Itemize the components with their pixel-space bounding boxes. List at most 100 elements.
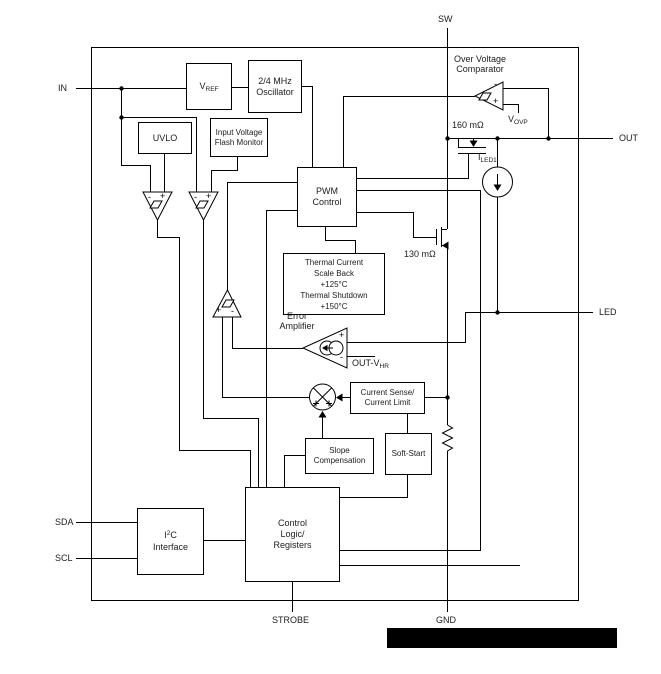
wire-in-branch-comp1	[121, 88, 151, 192]
wire-softstart-controllogic	[338, 473, 408, 498]
ivfm-line1: Input Voltage	[215, 127, 263, 137]
error-amp-label-line1: Error	[287, 311, 307, 321]
wire-erramp-plus	[347, 312, 466, 343]
junction-in-top	[119, 86, 124, 91]
vovp-label: VOVP	[508, 114, 528, 126]
vref-label: VREF	[199, 80, 219, 93]
hysteresis-comp1	[149, 200, 163, 209]
wire-erramp-out	[232, 317, 303, 349]
arrow-summer-right-in	[336, 393, 343, 402]
pin-led: LED	[599, 307, 617, 317]
block-oscillator: 2/4 MHz Oscillator	[248, 60, 302, 113]
ovc-plus-sign: +	[493, 96, 499, 106]
comp1-minus-sign: -	[148, 192, 151, 202]
pin-sw: SW	[438, 14, 453, 24]
pwm-comp-minus-sign: -	[231, 306, 234, 316]
wire-controllogic-pwm	[266, 210, 297, 487]
junction-in-mid	[119, 115, 124, 120]
hysteresis-comp2	[195, 200, 209, 209]
block-current-sense: Current Sense/ Current Limit	[350, 382, 425, 414]
out-vhr-label: OUT-VHR	[352, 358, 389, 370]
wire-osc-pwm	[300, 86, 313, 167]
slope-line2: Compensation	[313, 456, 366, 465]
block-vref: VREF	[186, 63, 232, 110]
thermal-line4: Thermal Shutdown	[300, 290, 368, 300]
junction-cs-led	[495, 310, 500, 315]
ovc-label-line2: Comparator	[456, 64, 504, 74]
iled1-label: ILED1	[478, 152, 497, 164]
block-input-voltage-flash-monitor: Input Voltage Flash Monitor	[210, 118, 268, 157]
error-amp-label-line2: Amplifier	[279, 321, 315, 331]
pin-in: IN	[58, 83, 67, 93]
pwm-line2: Control	[312, 197, 342, 207]
comp1-plus-sign: +	[160, 191, 166, 201]
slope-line1: Slope	[329, 446, 350, 455]
hysteresis-pwm-comp	[221, 299, 235, 308]
pin-scl: SCL	[55, 553, 73, 563]
redacted-black-bar	[387, 628, 617, 648]
comp2-plus-sign: +	[206, 191, 212, 201]
wire-comp2-out	[203, 220, 259, 487]
wire-ovc-minus	[503, 88, 549, 138]
overvoltage-comparator-label: Over Voltage Comparator	[446, 54, 514, 74]
block-soft-start: Soft-Start	[385, 433, 432, 475]
arrow-gm	[322, 344, 328, 352]
summing-plus-bottom	[313, 400, 319, 407]
junctions-and-arrows	[119, 86, 551, 418]
i2c-label: I2C	[164, 530, 177, 540]
block-uvlo: UVLO	[138, 122, 192, 154]
summing-plus-right	[326, 400, 332, 407]
control-logic-line1: Control	[277, 518, 307, 528]
arrow-nmos-source	[442, 241, 449, 250]
arrow-summer-bottom-in	[318, 411, 327, 418]
i2c-line2: Interface	[152, 542, 189, 552]
block-control-logic: Control Logic/ Registers	[245, 487, 340, 582]
hysteresis-ovc	[478, 92, 492, 101]
wires	[76, 28, 613, 612]
control-logic-line2: Logic/	[280, 529, 305, 539]
pin-gnd: GND	[436, 615, 456, 625]
soft-start-label: Soft-Start	[391, 449, 426, 458]
pwm-comp-plus-sign: +	[216, 305, 222, 315]
pin-sda: SDA	[55, 517, 74, 527]
error-amp-minus-sign: -	[340, 352, 343, 362]
oscillator-line2: Oscillator	[256, 86, 294, 97]
wire-pwm-nmos-gate	[355, 212, 436, 238]
wire-pwm-pmos-gate	[355, 156, 469, 179]
wire-ovc-plus-vovp	[503, 104, 519, 113]
thermal-line1: Thermal Current	[304, 257, 364, 267]
block-pwm-control: PWM Control	[297, 167, 357, 227]
pwm-line1: PWM	[316, 186, 338, 196]
pmos-symbol	[458, 138, 486, 178]
chip-outline	[91, 47, 579, 601]
thermal-line5: +150°C	[320, 301, 348, 311]
wire-slope-controllogic	[284, 455, 305, 487]
wire-pwm-controllogic-loop	[338, 190, 481, 551]
thermal-line3: +125°C	[320, 279, 348, 289]
junction-cs-out	[495, 136, 500, 141]
error-amp-plus-sign: +	[339, 330, 345, 340]
sense-resistor	[441, 424, 454, 612]
block-i2c-interface: I2C Interface	[137, 508, 204, 575]
symbols	[142, 81, 513, 411]
junction-sw-out	[445, 136, 450, 141]
current-sense-line1: Current Sense/	[360, 388, 415, 397]
wire-upcomp-out-pwm	[227, 182, 297, 290]
resistor-130-label: 130 mΩ	[404, 249, 436, 259]
block-thermal: Thermal Current Scale Back +125°C Therma…	[283, 253, 385, 315]
ivfm-line2: Flash Monitor	[214, 137, 264, 147]
oscillator-line1: 2/4 MHz	[258, 75, 292, 86]
wire-summer-out	[222, 317, 309, 398]
current-sense-line2: Current Limit	[364, 398, 411, 407]
junction-ovc-out	[546, 136, 551, 141]
pin-strobe: STROBE	[272, 615, 310, 625]
wire-in-branch-comp2	[121, 117, 197, 192]
pin-out: OUT	[619, 133, 638, 143]
arrow-pmos-source	[469, 140, 478, 147]
wire-pwm-thermal	[325, 225, 356, 253]
wire-ovc-out-pwm	[343, 96, 475, 167]
control-logic-line3: Registers	[273, 540, 312, 550]
junction-sense-rail	[445, 395, 450, 400]
